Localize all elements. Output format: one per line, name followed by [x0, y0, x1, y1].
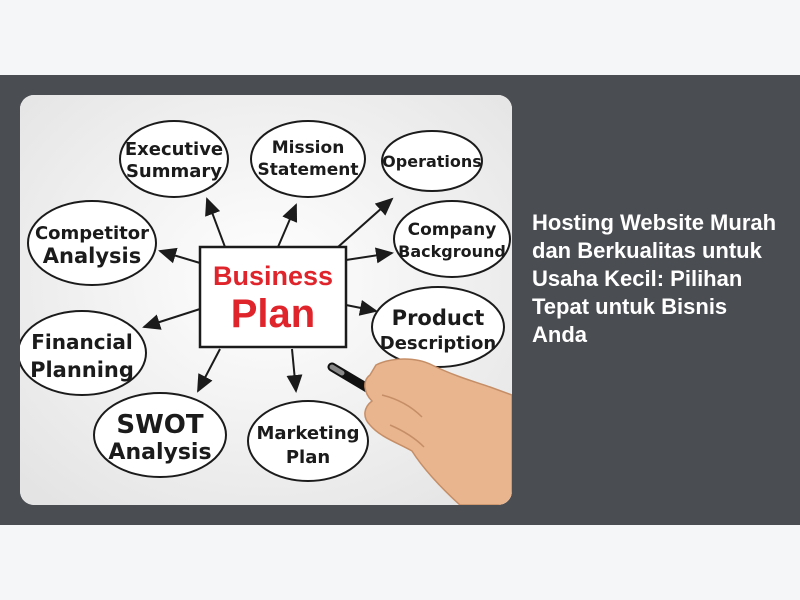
center-text-line2: Plan: [231, 292, 315, 336]
featured-image[interactable]: Business Plan Executive Summary Mission: [20, 95, 512, 505]
executive-summary-line1: Executive: [125, 139, 223, 160]
financial-planning-line1: Financial: [31, 330, 133, 354]
financial-planning-line2: Planning: [30, 358, 134, 382]
marketing-plan-line1: Marketing: [256, 423, 359, 444]
hero-banner: Business Plan Executive Summary Mission: [0, 75, 800, 525]
product-description-line1: Product: [392, 306, 485, 330]
product-description-line2: Description: [380, 333, 496, 354]
business-plan-mindmap: Business Plan Executive Summary Mission: [20, 95, 512, 505]
mindmap-bubbles: [20, 120, 511, 482]
executive-summary-line2: Summary: [126, 161, 222, 182]
company-background-line1: Company: [408, 220, 497, 240]
mindmap-arrows: [142, 197, 394, 393]
marketing-plan-line2: Plan: [286, 447, 330, 468]
business-plan-box: Business Plan: [198, 245, 348, 349]
swot-analysis-line1: SWOT: [116, 410, 204, 440]
mission-statement-line1: Mission: [272, 138, 345, 158]
company-background-line2: Background: [398, 242, 506, 261]
competitor-analysis-line1: Competitor: [35, 223, 149, 244]
swot-analysis-line2: Analysis: [108, 440, 211, 465]
center-text-line1: Business: [213, 261, 333, 291]
hand-with-marker-icon: [327, 358, 512, 505]
competitor-analysis-line2: Analysis: [43, 244, 141, 268]
mission-statement-line2: Statement: [258, 160, 359, 180]
post-title[interactable]: Hosting Website Murah dan Berkualitas un…: [532, 210, 777, 347]
operations-text: Operations: [382, 152, 482, 171]
